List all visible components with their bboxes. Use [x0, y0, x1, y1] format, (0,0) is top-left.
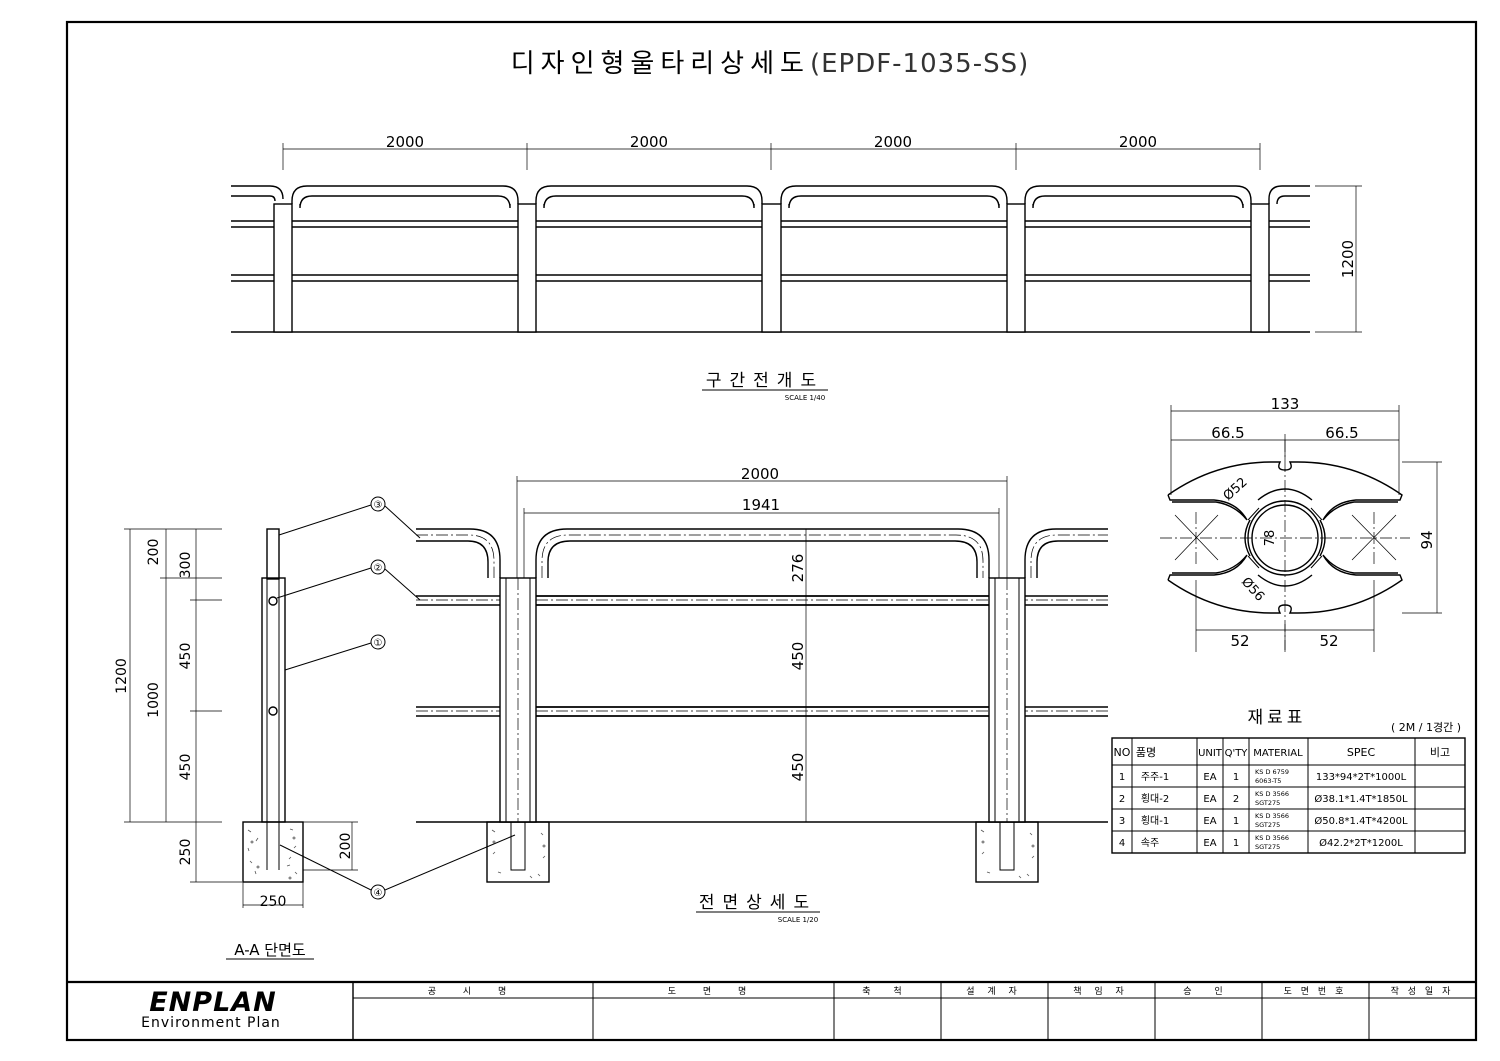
front-dim-450-a: 450: [789, 642, 807, 671]
elevation-label: 구간전개도: [706, 371, 824, 391]
elevation-span-4: 2000: [1119, 133, 1157, 151]
table-row-2-no: 2: [1119, 794, 1125, 805]
tb-field-designer: 설 계 자: [966, 985, 1022, 997]
table-row-3-no: 3: [1119, 816, 1125, 827]
front-view: 2000 1941: [416, 465, 1108, 924]
table-row-3-unit: EA: [1203, 816, 1216, 827]
section-dim-250: 250: [178, 839, 194, 866]
front-span-inner: 1941: [742, 496, 780, 514]
profile-half-width-left: 66.5: [1211, 424, 1244, 442]
section-dim-1200: 1200: [114, 658, 130, 694]
sheet-frame: [65, 20, 1478, 1042]
elevation-view: 2000 2000 2000 2000 1200 구간전개도: [231, 133, 1362, 402]
company-subtitle: Environment Plan: [141, 1015, 281, 1031]
elevation-height: 1200: [1339, 240, 1357, 278]
profile-bottom-width-right: 52: [1319, 632, 1338, 650]
section-dim-300: 300: [178, 552, 194, 579]
callout-4: ④: [374, 888, 383, 899]
profile-half-width-right: 66.5: [1325, 424, 1358, 442]
material-table: 재료표 ( 2M / 1경간 ) NO 품명 UNIT Q'TY MATERIA…: [1111, 708, 1466, 854]
front-dim-450-b: 450: [789, 753, 807, 782]
profile-bottom-width-left: 52: [1230, 632, 1249, 650]
elevation-scale: SCALE 1/40: [785, 394, 825, 402]
material-table-title: 재료표: [1248, 708, 1307, 728]
table-row-4-spec: Ø42.2*2T*1200L: [1319, 837, 1403, 849]
post-profile: 133 66.5 66.5 Ø52 Ø56 78: [1160, 395, 1442, 652]
th-name: 품명: [1136, 746, 1156, 759]
elevation-span-2: 2000: [630, 133, 668, 151]
profile-height: 94: [1418, 530, 1436, 549]
section-dim-1000: 1000: [146, 682, 162, 718]
section-dim-200: 200: [146, 539, 162, 566]
section-label: A-A 단면도: [234, 941, 306, 959]
table-row-4-material-b: SGT275: [1255, 843, 1280, 851]
material-table-note: ( 2M / 1경간 ): [1391, 721, 1461, 734]
profile-width: 133: [1271, 395, 1300, 413]
profile-inner: 78: [1263, 530, 1278, 547]
table-row-1-no: 1: [1119, 772, 1125, 783]
table-row-3-material-b: SGT275: [1255, 821, 1280, 829]
table-row-2-unit: EA: [1203, 794, 1216, 805]
tb-field-manager: 책 임 자: [1073, 985, 1129, 997]
th-material: MATERIAL: [1253, 748, 1303, 759]
table-row-1-material-a: KS D 6759: [1255, 768, 1289, 776]
table-row-1-qty: 1: [1233, 772, 1239, 783]
table-row-4-material-a: KS D 3566: [1255, 834, 1289, 842]
callout-3: ③: [374, 500, 383, 511]
th-qty: Q'TY: [1225, 748, 1249, 759]
table-row-4-qty: 1: [1233, 838, 1239, 849]
table-row-3-material-a: KS D 3566: [1255, 812, 1289, 820]
callout-2: ②: [374, 563, 383, 574]
tb-field-approval: 승 인: [1183, 986, 1232, 997]
front-dim-276: 276: [789, 554, 807, 583]
elevation-span-1: 2000: [386, 133, 424, 151]
front-label: 전면상세도: [699, 893, 817, 913]
section-foot-width: 250: [260, 894, 287, 910]
profile-dia-top: Ø52: [1221, 475, 1251, 504]
th-note: 비고: [1430, 746, 1450, 759]
th-no: NO: [1114, 746, 1131, 759]
table-row-2-name: 횡대-2: [1141, 793, 1169, 805]
section-dim-450-a: 450: [178, 643, 194, 670]
table-row-4-unit: EA: [1203, 838, 1216, 849]
tb-field-date: 작 성 일 자: [1391, 986, 1454, 997]
elevation-span-3: 2000: [874, 133, 912, 151]
table-row-3-spec: Ø50.8*1.4T*4200L: [1314, 815, 1408, 827]
th-unit: UNIT: [1198, 748, 1223, 759]
table-row-4-no: 4: [1119, 838, 1125, 849]
table-row-2-material-b: SGT275: [1255, 799, 1280, 807]
table-row-2-qty: 2: [1233, 794, 1239, 805]
table-row-1-spec: 133*94*2T*1000L: [1316, 772, 1407, 783]
company-logo: ENPLAN: [149, 987, 277, 1018]
tb-field-project: 공 시 명: [428, 986, 519, 997]
table-row-3-name: 횡대-1: [1141, 815, 1169, 827]
table-row-2-spec: Ø38.1*1.4T*1850L: [1314, 793, 1408, 805]
drawing-title-main: 디자인형울타리상세도: [511, 49, 810, 79]
tb-field-drawing-no: 도 면 번 호: [1284, 986, 1347, 997]
callout-1: ①: [374, 638, 383, 649]
tb-field-scale: 축 척: [862, 986, 911, 997]
table-row-2-material-a: KS D 3566: [1255, 790, 1289, 798]
front-span-outer: 2000: [741, 465, 779, 483]
table-row-1-material-b: 6063-T5: [1255, 777, 1281, 785]
section-view: 1200 200 1000 300 450 450 250 200 25: [114, 496, 516, 960]
drawing-title: 디자인형울타리상세도(EPDF-1035-SS): [511, 49, 1030, 79]
table-row-3-qty: 1: [1233, 816, 1239, 827]
th-spec: SPEC: [1347, 746, 1376, 759]
table-row-1-name: 주주-1: [1141, 772, 1169, 783]
table-row-4-name: 속주: [1141, 837, 1159, 849]
tb-field-drawing-name: 도 면 명: [668, 986, 759, 997]
table-row-1-unit: EA: [1203, 772, 1216, 783]
title-block: ENPLAN Environment Plan 공 시 명 도 면 명 축 척 …: [141, 982, 1476, 1040]
front-scale: SCALE 1/20: [778, 916, 818, 924]
section-dim-450-b: 450: [178, 754, 194, 781]
drawing-title-code: (EPDF-1035-SS): [810, 49, 1029, 79]
section-foot-height: 200: [338, 833, 354, 860]
